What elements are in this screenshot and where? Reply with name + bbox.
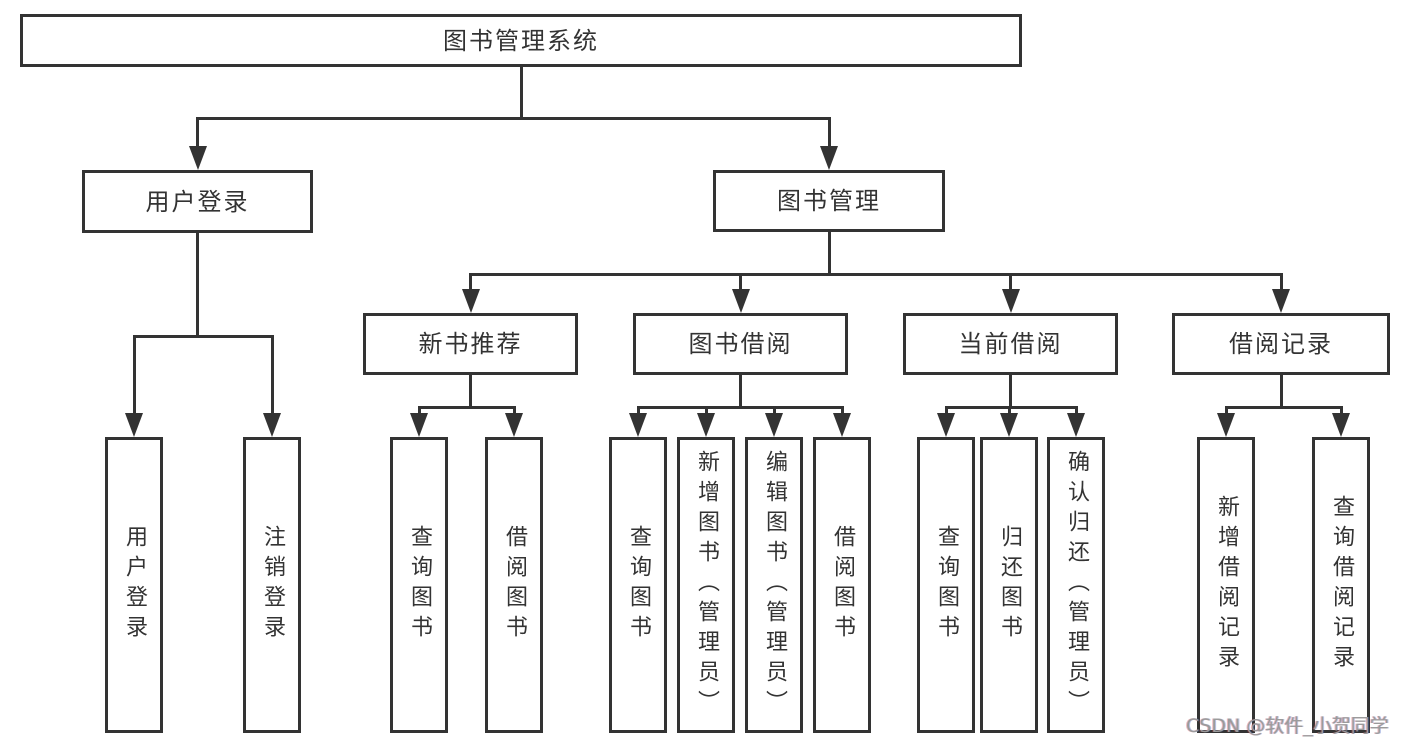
connector-bar <box>1224 406 1343 409</box>
arrow-down-icon <box>833 413 851 437</box>
connector-bar <box>196 117 831 120</box>
node-borrowing-records: 借阅记录 <box>1172 313 1390 375</box>
arrow-down-icon <box>125 413 143 437</box>
node-label: 图书借阅 <box>688 330 793 358</box>
connector-drop <box>704 406 708 415</box>
watermark: CSDN @软件_小贺同学 <box>1186 715 1389 737</box>
leaf-label: 查询图书 <box>934 525 959 645</box>
leaf-confirm-return-admin: 确认归还（管理员） <box>1047 437 1105 733</box>
node-user-login: 用户登录 <box>82 170 313 233</box>
connector-drop <box>1279 273 1283 291</box>
connector-stem <box>196 233 199 338</box>
connector-drop <box>840 406 844 415</box>
connector-drop <box>1339 406 1343 415</box>
connector-bar <box>636 406 844 409</box>
connector-stem <box>519 65 523 120</box>
connector-drop <box>132 335 136 415</box>
arrow-down-icon <box>629 413 647 437</box>
node-label: 新书推荐 <box>418 330 523 358</box>
connector-drop <box>469 273 472 291</box>
node-label: 当前借阅 <box>958 330 1063 358</box>
node-book-borrowing: 图书借阅 <box>633 313 848 375</box>
connector-stem <box>739 374 742 409</box>
node-label: 图书管理系统 <box>443 26 599 55</box>
connector-drop <box>636 406 640 415</box>
arrow-down-icon <box>410 413 428 437</box>
connector-drop <box>1074 406 1078 415</box>
connector-stem <box>1009 374 1012 409</box>
arrow-down-icon <box>731 289 750 313</box>
connector-drop <box>270 335 274 415</box>
leaf-add-borrow-record: 新增借阅记录 <box>1197 437 1255 733</box>
leaf-label: 新增图书（管理员） <box>694 450 719 720</box>
connector-stem <box>1279 374 1283 409</box>
connector-drop <box>1009 273 1012 291</box>
arrow-down-icon <box>820 146 838 170</box>
arrow-down-icon <box>1067 413 1085 437</box>
leaf-query-borrow-record: 查询借阅记录 <box>1312 437 1370 733</box>
arrow-down-icon <box>263 413 281 437</box>
leaf-logout: 注销登录 <box>243 437 301 733</box>
connector-drop <box>512 406 516 415</box>
connector-drop <box>944 406 948 415</box>
arrow-down-icon <box>1000 413 1018 437</box>
leaf-add-books-admin: 新增图书（管理员） <box>677 437 735 733</box>
leaf-label: 借阅图书 <box>830 525 855 645</box>
leaf-query-books-borrow: 查询图书 <box>609 437 667 733</box>
arrow-down-icon <box>1272 289 1290 313</box>
arrow-down-icon <box>505 413 523 437</box>
connector-stem <box>827 232 831 276</box>
leaf-label: 确认归还（管理员） <box>1064 450 1089 720</box>
leaf-label: 用户登录 <box>122 525 147 645</box>
connector-drop <box>1224 406 1228 415</box>
leaf-label: 新增借阅记录 <box>1214 495 1239 675</box>
leaf-return-books: 归还图书 <box>980 437 1038 733</box>
node-label: 用户登录 <box>145 187 250 216</box>
leaf-label: 查询借阅记录 <box>1329 495 1354 675</box>
connector-bar <box>132 335 274 338</box>
arrow-down-icon <box>188 146 207 170</box>
leaf-borrow-books-recommend: 借阅图书 <box>485 437 543 733</box>
connector-drop <box>417 406 421 415</box>
node-label: 图书管理 <box>777 187 881 215</box>
connector-drop <box>827 117 831 148</box>
node-new-book-recommendation: 新书推荐 <box>363 313 578 375</box>
leaf-label: 查询图书 <box>407 525 432 645</box>
arrow-down-icon <box>1001 289 1020 313</box>
connector-bar <box>944 406 1078 409</box>
connector-drop <box>196 117 199 148</box>
arrow-down-icon <box>697 413 715 437</box>
leaf-query-books-current: 查询图书 <box>917 437 975 733</box>
arrow-down-icon <box>765 413 783 437</box>
connector-bar <box>417 406 516 409</box>
leaf-label: 查询图书 <box>626 525 651 645</box>
arrow-down-icon <box>1332 413 1350 437</box>
node-label: 借阅记录 <box>1229 330 1333 358</box>
leaf-edit-books-admin: 编辑图书（管理员） <box>745 437 803 733</box>
arrow-down-icon <box>461 289 480 313</box>
connector-bar <box>469 273 1283 276</box>
leaf-label: 归还图书 <box>997 525 1022 645</box>
leaf-query-books-recommend: 查询图书 <box>390 437 448 733</box>
arrow-down-icon <box>937 413 955 437</box>
arrow-down-icon <box>1217 413 1235 437</box>
leaf-label: 借阅图书 <box>502 525 527 645</box>
connector-drop <box>772 406 776 415</box>
leaf-user-login: 用户登录 <box>105 437 163 733</box>
leaf-label: 编辑图书（管理员） <box>762 450 787 720</box>
connector-drop <box>1007 406 1011 415</box>
node-book-management: 图书管理 <box>713 170 945 232</box>
connector-stem <box>469 374 472 409</box>
node-library-management-system: 图书管理系统 <box>20 14 1022 67</box>
leaf-borrow-books: 借阅图书 <box>813 437 871 733</box>
connector-drop <box>739 273 742 291</box>
node-current-borrowing: 当前借阅 <box>903 313 1118 375</box>
leaf-label: 注销登录 <box>260 525 285 645</box>
